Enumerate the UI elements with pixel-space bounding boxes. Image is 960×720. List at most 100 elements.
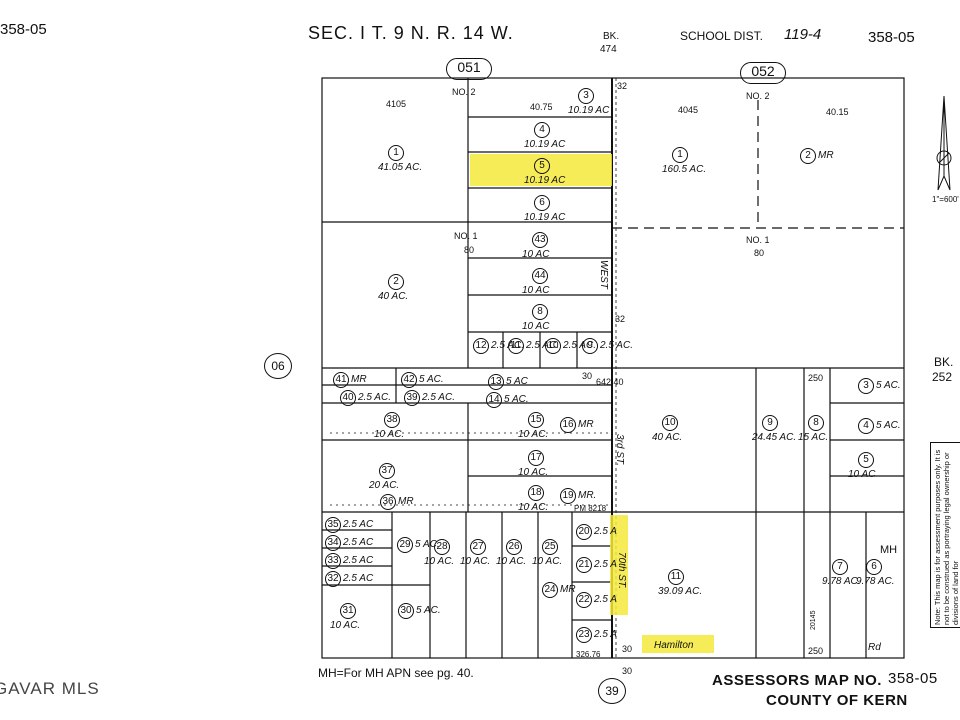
- parcel-area: 2.5 AC.: [526, 340, 559, 351]
- parcel-area: 2.5 AC.: [600, 340, 633, 351]
- parcel-area: 5 AC.: [415, 539, 440, 550]
- parcel-number: 2: [800, 148, 816, 164]
- dim-32-top: 32: [617, 81, 628, 91]
- parcel-area: 2.5 AC: [343, 573, 374, 584]
- parcel-area: 2.5 A: [594, 559, 617, 570]
- parcel-area: 2.5 AC.: [491, 340, 524, 351]
- dim-4105: 4105: [386, 99, 407, 109]
- parcel-area: 10.19 AC: [524, 212, 566, 223]
- road-label: Rd: [868, 642, 881, 653]
- street-west: WEST: [598, 260, 609, 289]
- parcel-number: 34: [325, 535, 341, 551]
- assessor-map-number: 358-05: [888, 670, 938, 687]
- parcel-area: 10.19 AC: [524, 175, 566, 186]
- book-number-right: 252: [932, 370, 953, 384]
- parcel-number: 1: [672, 147, 688, 163]
- parcel-area: 2.5 AC: [343, 519, 374, 530]
- parcel-number: 9: [762, 415, 778, 431]
- parcel-area: 2.5 A: [594, 594, 617, 605]
- parcel-area: 10 AC: [522, 249, 550, 260]
- parcel-area: MR: [351, 374, 367, 385]
- dim-4015: 40.15: [826, 107, 849, 117]
- parcel-number: 18: [528, 485, 544, 501]
- parcel-area: 5 AC.: [416, 605, 441, 616]
- parcel-number: 1: [388, 145, 404, 161]
- parcel-area: 15 AC.: [798, 432, 829, 443]
- parcel-number: 28: [434, 539, 450, 555]
- parcel-number: 42: [401, 372, 417, 388]
- parcel-number: 15: [528, 412, 544, 428]
- parcel-area: 10 AC: [522, 285, 550, 296]
- parcel-area: MR: [560, 584, 576, 595]
- parcel-number: 36: [380, 494, 396, 510]
- parcel-area: 2.5 AC.: [422, 392, 455, 403]
- county-name: COUNTY OF KERN: [766, 692, 908, 709]
- dim-80-left: 80: [464, 245, 475, 255]
- lot-no1-left: NO. 1: [454, 231, 478, 241]
- grid-label-06: 06: [264, 353, 292, 379]
- parcel-area: 5 AC.: [876, 420, 901, 431]
- highlight-70th-street: [610, 515, 628, 615]
- parcel-area: 10.19 AC: [568, 105, 610, 116]
- parcel-number: 43: [532, 232, 548, 248]
- parcel-number: 21: [576, 557, 592, 573]
- parcel-number: 31: [340, 603, 356, 619]
- parcel-area: 10 AC.: [460, 556, 491, 567]
- book-label-right: BK.: [934, 355, 954, 369]
- dim-80-right: 80: [754, 248, 765, 258]
- parcel-number: 35: [325, 517, 341, 533]
- dim-30-bottom-2: 30: [622, 666, 633, 676]
- parcel-number: 29: [397, 537, 413, 553]
- parcel-number: 6: [534, 195, 550, 211]
- parcel-area: MR: [578, 419, 594, 430]
- parcel-number: 12: [473, 338, 489, 354]
- parcel-number: 8: [532, 304, 548, 320]
- section-title: SEC. I T. 9 N. R. 14 W.: [308, 23, 514, 43]
- dim-30-bottom: 30: [622, 644, 633, 654]
- parcel-number: 3: [578, 88, 594, 104]
- parcel-number: 23: [576, 627, 592, 643]
- parcel-number: 25: [542, 539, 558, 555]
- parcel-area: 10 AC.: [330, 620, 361, 631]
- dim-250-bottom: 250: [808, 646, 824, 656]
- parcel-area: 10 AC.: [518, 502, 549, 513]
- school-district-label: SCHOOL DIST.: [680, 29, 763, 43]
- dim-4075: 40.75: [530, 102, 553, 112]
- parcel-number: 38: [384, 412, 400, 428]
- parcel-number: 13: [488, 374, 504, 390]
- dim-642-40: 642.40: [596, 377, 624, 387]
- parcel-area: 10 AC: [848, 469, 876, 480]
- lot-no1-right: NO. 1: [746, 235, 770, 245]
- parcel-number: 2: [388, 274, 404, 290]
- parcel-area: 2.5 AC: [343, 537, 374, 548]
- parcel-area: 10 AC.: [424, 556, 455, 567]
- mls-watermark: GAVAR MLS: [0, 679, 100, 698]
- parcel-number: 14: [486, 392, 502, 408]
- lot-no2-left: NO. 2: [452, 87, 476, 97]
- book-number-top: 474: [600, 44, 617, 55]
- grid-label-052: 052: [740, 62, 786, 84]
- parcel-number: 20: [576, 524, 592, 540]
- parcel-area: 2.5 AC: [343, 555, 374, 566]
- map-scale: 1"=600': [932, 195, 959, 204]
- parcel-area: 10 AC.: [532, 556, 563, 567]
- parcel-number: 7: [832, 559, 848, 575]
